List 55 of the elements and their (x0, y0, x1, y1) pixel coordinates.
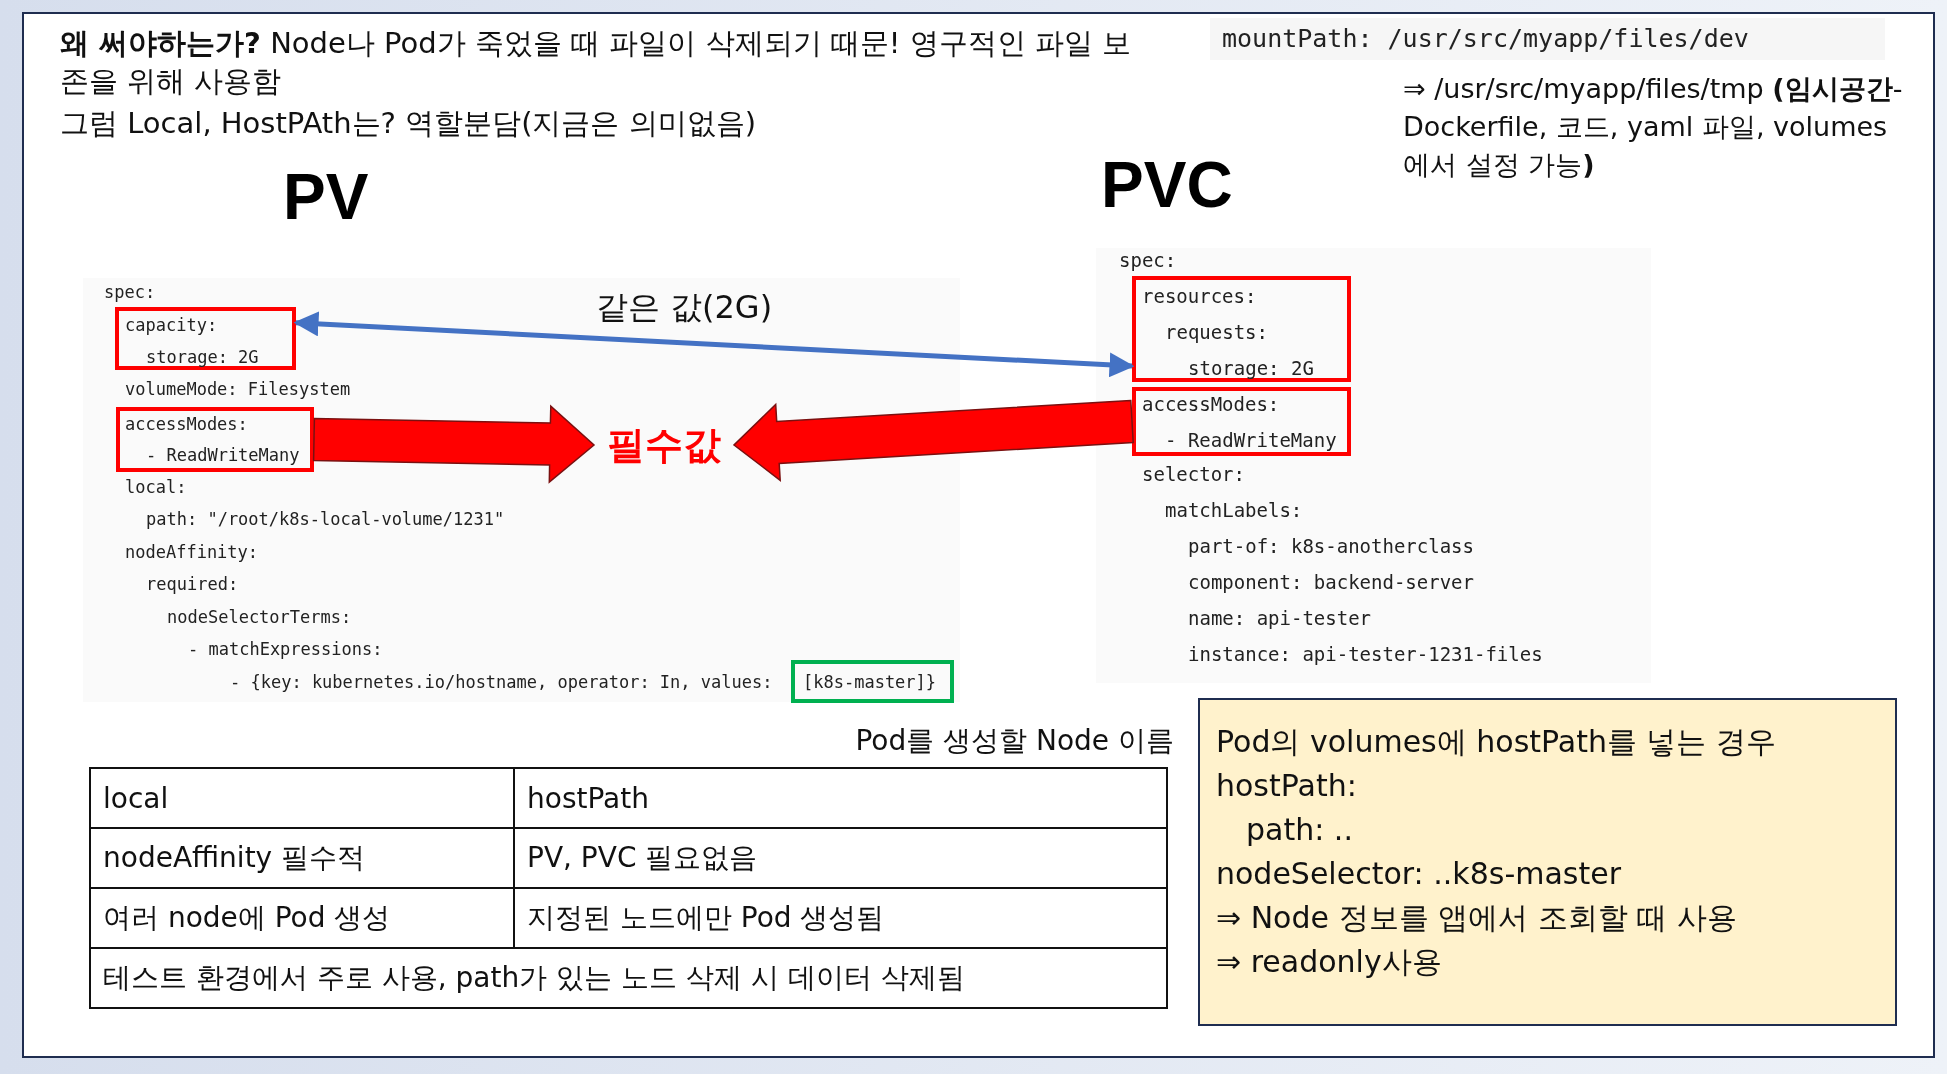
highlight-box (1132, 387, 1351, 456)
code-line: volumeMode: Filesystem (125, 378, 351, 400)
code-line: name: api-tester (1188, 606, 1372, 630)
code-line: resources: (1142, 284, 1257, 307)
code-line: requests: (1165, 320, 1268, 343)
code-line: storage: 2G (1188, 356, 1314, 379)
node-label: Pod를 생성할 Node 이름 (855, 723, 1174, 759)
note-box (1198, 698, 1897, 1026)
table-cell: nodeAffinity 필수적 (91, 829, 515, 889)
block-arrow (312, 404, 596, 484)
code-line: selector: (1142, 462, 1245, 486)
highlight-box (116, 407, 314, 472)
code-line: nodeSelectorTerms: (167, 606, 352, 628)
callout-text: 필수값 (607, 421, 721, 469)
table-cell-text: 테스트 환경에서 주로 사용, path가 있는 노드 삭제 시 데이터 삭제됨 (102, 960, 966, 996)
code-line: matchLabels: (1165, 498, 1303, 522)
code-line: - ReadWriteMany (146, 444, 300, 466)
table-cell: hostPath (515, 769, 1166, 829)
code-line: spec: (104, 281, 156, 303)
edge-label: 같은 값(2G) (595, 287, 773, 329)
code-line: accessModes: (1142, 392, 1280, 415)
panel-heading: PV (283, 160, 369, 234)
note-text: hostPath: (1216, 767, 1358, 805)
table-cell: PV, PVC 필요없음 (515, 829, 1166, 889)
code-line: spec: (1119, 248, 1177, 271)
panel-heading: PVC (1101, 148, 1233, 222)
table-cell: 여러 node에 Pod 생성 (91, 889, 515, 949)
code-line: local: (125, 476, 187, 498)
double-arrow (293, 311, 1135, 378)
code-line: component: backend-server (1188, 570, 1474, 594)
code-line: [k8s-master]} (803, 671, 937, 693)
table-cell: 지정된 노드에만 Pod 생성됨 (515, 889, 1166, 949)
note-text: ⇒ Node 정보를 앱에서 조회할 때 사용 (1216, 899, 1738, 937)
note-text: Pod의 volumes에 hostPath를 넣는 경우 (1216, 723, 1777, 761)
code-line: storage: 2G (146, 346, 259, 368)
code-line: - ReadWriteMany (1165, 428, 1337, 451)
note-text: nodeSelector: ..k8s-master (1216, 855, 1622, 893)
note-text: path: .. (1245, 811, 1354, 849)
table-cell: local (91, 769, 515, 829)
code-line: required: (146, 573, 239, 595)
note-text: ⇒ /usr/src/myapp/files/tmp (임시공간-Dockerfile, 코드, yaml 파일, volumes에서 설정 가능) (1403, 72, 1903, 182)
block-arrow (732, 399, 1134, 482)
code-line: nodeAffinity: (125, 541, 259, 563)
code-line: part-of: k8s-anotherclass (1188, 534, 1474, 558)
code-line: - matchExpressions: (188, 638, 383, 660)
code-line: capacity: (125, 314, 218, 336)
note-text: 그럼 Local, HostPAth는? 역할분담(지금은 의미없음) (60, 105, 757, 142)
code-line: accessModes: (125, 413, 248, 435)
code-line: - {key: kubernetes.io/hostname, operator: In, values: (230, 671, 773, 693)
highlight-box (115, 307, 296, 370)
code-line: instance: api-tester-1231-files (1188, 642, 1543, 666)
note-text: ⇒ readonly사용 (1216, 943, 1443, 981)
code-line: path: "/root/k8s-local-volume/1231" (146, 508, 505, 530)
highlight-box (1132, 276, 1351, 382)
note-text: 왜 써야하는가? Node나 Pod가 죽었을 때 파일이 삭제되기 때문! 영구적인 파일 보존을 위해 사용함 (60, 25, 1133, 100)
